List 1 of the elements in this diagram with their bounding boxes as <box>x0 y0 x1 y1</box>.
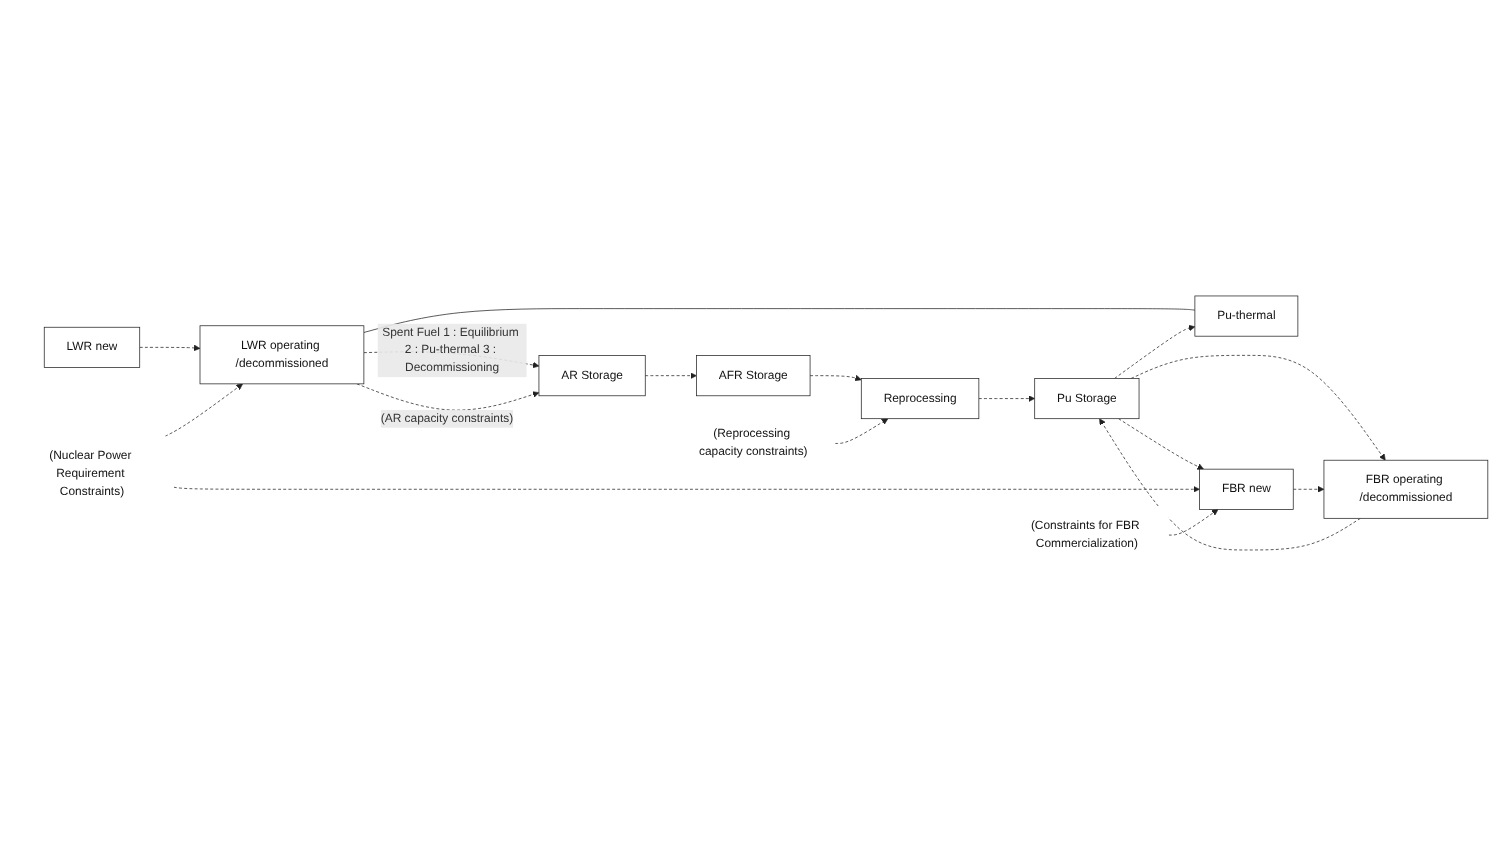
connector <box>363 308 1196 333</box>
